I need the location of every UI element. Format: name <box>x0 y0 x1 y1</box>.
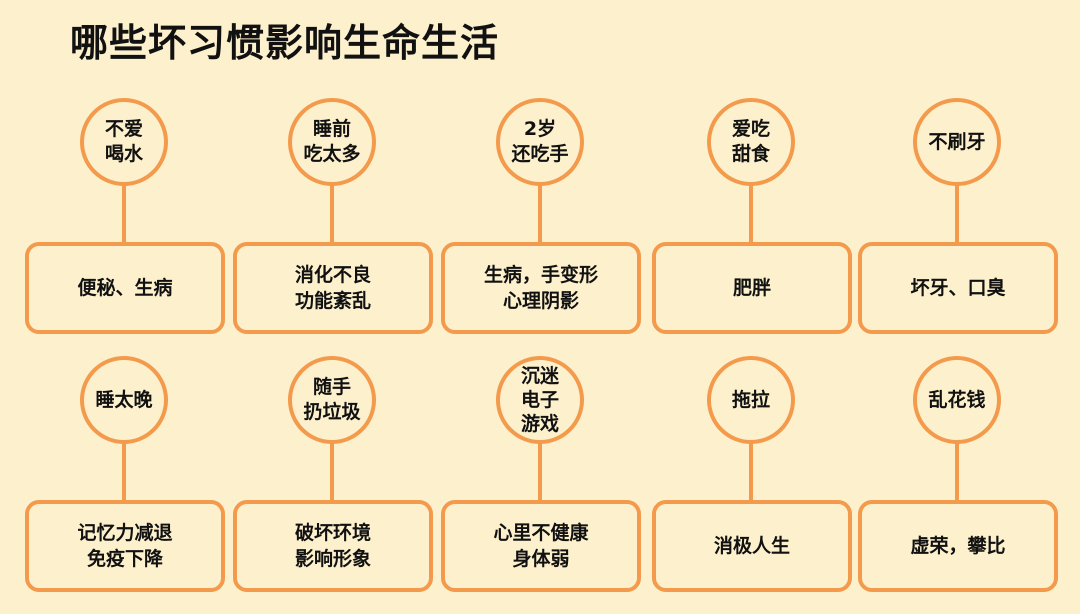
connector-line <box>122 184 126 242</box>
effect-box: 消化不良 功能紊乱 <box>233 242 433 334</box>
connector-line <box>330 184 334 242</box>
connector-line <box>749 442 753 500</box>
effect-box: 肥胖 <box>652 242 852 334</box>
connector-line <box>538 184 542 242</box>
habit-circle: 睡太晚 <box>80 356 168 444</box>
effect-box: 生病，手变形 心理阴影 <box>441 242 641 334</box>
connector-line <box>749 184 753 242</box>
habit-circle: 2岁 还吃手 <box>496 98 584 186</box>
connector-line <box>955 184 959 242</box>
effect-box: 破坏环境 影响形象 <box>233 500 433 592</box>
effect-box: 记忆力减退 免疫下降 <box>25 500 225 592</box>
habit-circle: 沉迷 电子 游戏 <box>496 356 584 444</box>
habit-circle: 爱吃 甜食 <box>707 98 795 186</box>
habit-circle: 不爱 喝水 <box>80 98 168 186</box>
effect-box: 消极人生 <box>652 500 852 592</box>
page-title: 哪些坏习惯影响生命生活 <box>70 21 500 65</box>
habit-circle: 乱花钱 <box>913 356 1001 444</box>
habit-circle: 睡前 吃太多 <box>288 98 376 186</box>
habit-circle: 随手 扔垃圾 <box>288 356 376 444</box>
connector-line <box>122 442 126 500</box>
connector-line <box>955 442 959 500</box>
connector-line <box>538 442 542 500</box>
habit-circle: 不刷牙 <box>913 98 1001 186</box>
connector-line <box>330 442 334 500</box>
effect-box: 心里不健康 身体弱 <box>441 500 641 592</box>
habit-circle: 拖拉 <box>707 356 795 444</box>
effect-box: 虚荣，攀比 <box>858 500 1058 592</box>
effect-box: 便秘、生病 <box>25 242 225 334</box>
effect-box: 坏牙、口臭 <box>858 242 1058 334</box>
